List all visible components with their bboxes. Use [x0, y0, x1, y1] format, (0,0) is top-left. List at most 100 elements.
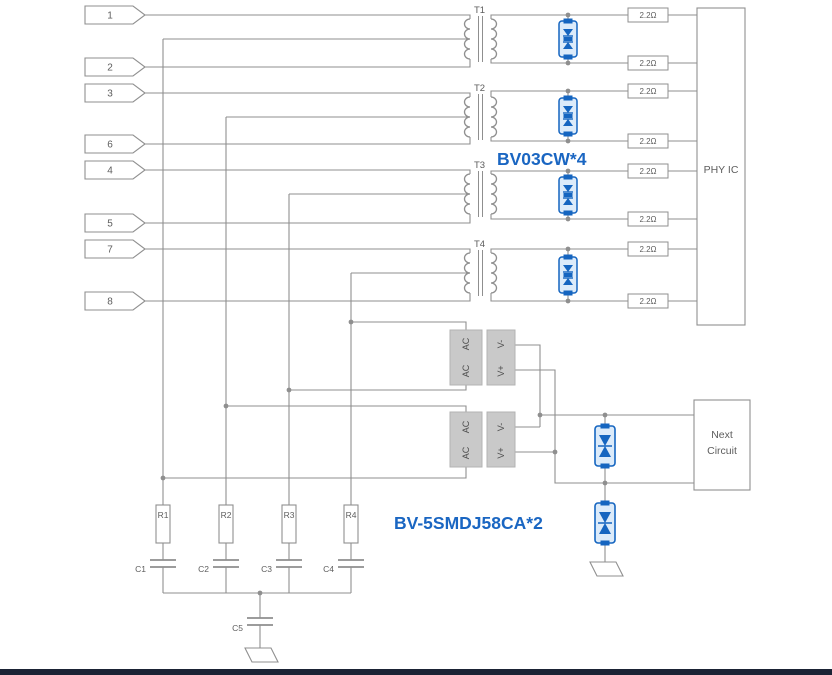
bridge-pin-label: AC: [461, 364, 471, 377]
termination-vertical-wires: [162, 39, 352, 505]
tvs-clamp-diode-icon: [594, 500, 616, 546]
transformer-t2-secondary: [490, 96, 498, 138]
termination-resistor-label: R4: [346, 510, 357, 520]
next-circuit-label-line2: Circuit: [707, 445, 737, 457]
resistor-value: 2.2Ω: [639, 167, 656, 176]
pin-lead-wires: [145, 14, 471, 302]
transformer-label: T1: [474, 5, 485, 16]
resistor-box: [627, 133, 669, 149]
secondary-lead-wires: [490, 14, 628, 302]
transformer-t4-primary: [463, 252, 471, 294]
capacitor-labels: C1 C2 C3 C4 C5: [135, 564, 334, 633]
transformer-group: [463, 16, 498, 296]
bridge-pin-label: V+: [496, 365, 506, 376]
pin-label: 3: [107, 89, 113, 100]
rc-termination-wires: [162, 543, 352, 648]
resistor-box: [627, 241, 669, 257]
bridge-input-wires: [163, 321, 467, 479]
termination-resistor-box: [218, 504, 234, 544]
pin-label: 2: [107, 63, 113, 74]
series-resistor-labels: 2.2Ω 2.2Ω 2.2Ω 2.2Ω 2.2Ω 2.2Ω 2.2Ω 2.2Ω: [639, 11, 656, 306]
resistor-value: 2.2Ω: [639, 11, 656, 20]
transformer-label: T4: [474, 239, 485, 250]
tvs-array-group: [558, 18, 578, 296]
capacitor-label: C4: [323, 564, 334, 574]
capacitor-label: C1: [135, 564, 146, 574]
resistor-value: 2.2Ω: [639, 297, 656, 306]
transformer-t3-primary: [463, 173, 471, 215]
pin-shape-2: [84, 57, 146, 77]
transformer-labels: T1 T2 T3 T4: [474, 5, 485, 250]
transformer-t2-primary: [463, 96, 471, 138]
termination-resistor-box: [155, 504, 171, 544]
transformer-t3-core: [478, 171, 483, 217]
resistor-box: [627, 163, 669, 179]
resistor-box: [627, 55, 669, 71]
bridge-pin-label: V+: [496, 447, 506, 458]
tvs-array-diode-icon: [558, 254, 578, 296]
junction-dots: [160, 12, 608, 596]
transformer-label: T3: [474, 160, 485, 171]
chassis-ground-icon: [589, 561, 624, 577]
pin-labels: 1 2 3 6 4 5 7 8: [107, 11, 113, 308]
bridge-pin-label: AC: [461, 337, 471, 350]
bridge-output-wires: [515, 344, 694, 484]
pin-shape-7: [84, 239, 146, 259]
pin-label: 1: [107, 11, 113, 22]
tvs-array-diode-icon: [558, 174, 578, 216]
pin-shape-4: [84, 160, 146, 180]
transformer-t2-core: [478, 94, 483, 140]
bridge-pin-label: AC: [461, 420, 471, 433]
pin-label: 7: [107, 245, 113, 256]
wire-layer: [145, 14, 697, 648]
pin-shape-6: [84, 134, 146, 154]
resistor-value: 2.2Ω: [639, 215, 656, 224]
bridge-pin-label: AC: [461, 446, 471, 459]
resistor-box: [627, 293, 669, 309]
capacitor-label: C2: [198, 564, 209, 574]
bottom-edge-bar: [0, 669, 832, 675]
input-pin-group: [84, 5, 146, 311]
resistor-value: 2.2Ω: [639, 59, 656, 68]
resistor-to-phy-wires: [668, 14, 697, 302]
chassis-ground-icon: [244, 647, 279, 663]
bridge-pin-label: V-: [496, 423, 506, 432]
tvs-clamp-diode-icon: [594, 423, 616, 469]
resistor-box: [627, 211, 669, 227]
resistor-value: 2.2Ω: [639, 137, 656, 146]
next-circuit-label-line1: Next: [711, 429, 733, 441]
termination-resistor-group: [155, 504, 359, 544]
pin-label: 5: [107, 219, 113, 230]
pin-shape-1: [84, 5, 146, 25]
termination-resistor-label: R2: [221, 510, 232, 520]
termination-resistor-box: [343, 504, 359, 544]
bridge-v-cell: [486, 329, 516, 386]
pin-shape-5: [84, 213, 146, 233]
bridge-ac-cell: [449, 329, 483, 386]
tvs-array-diode-icon: [558, 18, 578, 60]
bridge-v-cell: [486, 411, 516, 468]
tvs-clamp-group: [594, 423, 616, 546]
series-resistor-group: [627, 7, 669, 309]
resistor-value: 2.2Ω: [639, 87, 656, 96]
center-tap-wires: [163, 38, 470, 274]
capacitor-label: C5: [232, 623, 243, 633]
transformer-label: T2: [474, 83, 485, 94]
phy-ic-box: [696, 7, 746, 326]
termination-resistor-labels: R1 R2 R3 R4: [158, 510, 357, 520]
transformer-t1-core: [478, 16, 483, 62]
tvs-array-diode-icon: [558, 95, 578, 137]
phy-ic-label: PHY IC: [704, 164, 739, 176]
transformer-t4-secondary: [490, 252, 498, 294]
transformer-t4-core: [478, 250, 483, 296]
transformer-t3-secondary: [490, 173, 498, 215]
pin-label: 6: [107, 140, 113, 151]
transformer-t1-primary: [463, 18, 471, 60]
next-circuit-box: [693, 399, 751, 491]
resistor-value: 2.2Ω: [639, 245, 656, 254]
tvs-array-annotation: BV03CW*4: [497, 149, 587, 169]
termination-resistor-label: R1: [158, 510, 169, 520]
termination-resistor-box: [281, 504, 297, 544]
